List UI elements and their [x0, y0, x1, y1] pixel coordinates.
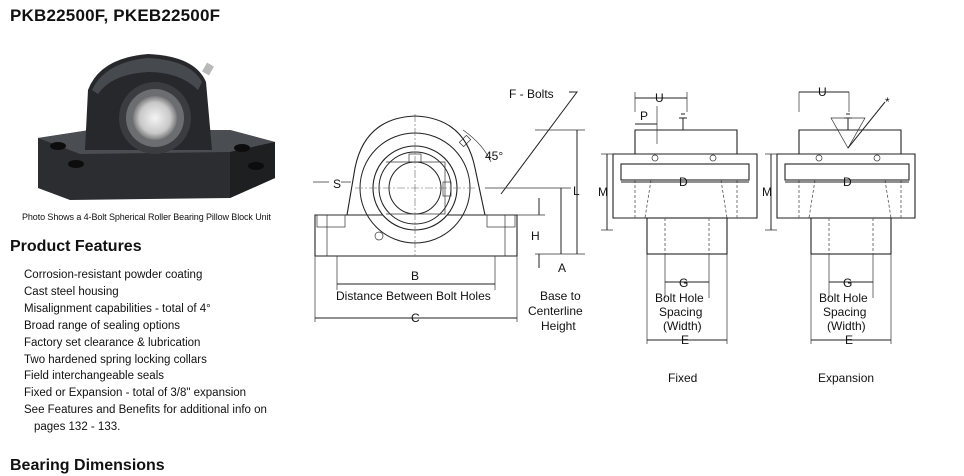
page-title: PKB22500F, PKEB22500F — [10, 6, 221, 25]
dim-a-label: A — [558, 261, 566, 275]
dim-a-desc-3: Height — [541, 319, 576, 333]
feature-item: Factory set clearance & lubrication — [24, 336, 201, 349]
fixed-dim-p-label: P — [640, 109, 648, 123]
features-heading: Product Features — [10, 238, 142, 255]
dim-s-label: S — [333, 177, 341, 191]
fixed-dim-u-label: U — [655, 91, 664, 105]
fixed-g-desc-1: Bolt Hole — [655, 291, 704, 305]
photo-caption: Photo Shows a 4-Bolt Spherical Roller Be… — [22, 212, 271, 222]
expansion-g-desc-2: Spacing — [823, 305, 866, 319]
expansion-side-view: U * M D G Bolt Hole Spacing (Width) E Ex… — [762, 85, 916, 385]
feature-item: Cast steel housing — [24, 285, 119, 298]
fixed-g-desc-3: (Width) — [663, 319, 702, 333]
fixed-caption: Fixed — [668, 371, 697, 385]
expansion-g-desc-1: Bolt Hole — [819, 291, 868, 305]
feature-item: Corrosion-resistant powder coating — [24, 269, 203, 281]
f-bolts-label: F - Bolts — [509, 87, 554, 101]
dim-b-label: B — [411, 269, 419, 283]
fixed-g-desc-2: Spacing — [659, 305, 702, 319]
features-list: Corrosion-resistant powder coating Cast … — [24, 267, 267, 436]
dim-l-label: L — [573, 184, 580, 198]
expansion-star-label: * — [885, 95, 890, 109]
dim-b-desc: Distance Between Bolt Holes — [336, 289, 491, 303]
feature-item: Misalignment capabilities - total of 4° — [24, 302, 211, 315]
fixed-dim-e-label: E — [681, 333, 689, 347]
fixed-side-view: U P M D G Bolt Hole Spacing (Width) E Fi… — [598, 91, 758, 385]
product-photo — [38, 54, 275, 200]
feature-item: Two hardened spring locking collars — [24, 353, 207, 366]
feature-item: Field interchangeable seals — [24, 370, 165, 383]
feature-item: Fixed or Expansion - total of 3/8" expan… — [24, 387, 247, 400]
dim-c-label: C — [411, 311, 420, 325]
feature-item: pages 132 - 133. — [34, 421, 121, 434]
dim-a-desc-2: Centerline — [528, 304, 583, 318]
fixed-dim-d-label: D — [679, 175, 688, 189]
fixed-dim-m-label: M — [598, 185, 608, 199]
dim-h-label: H — [531, 229, 540, 243]
feature-item: Broad range of sealing options — [24, 319, 180, 332]
expansion-dim-u-label: U — [818, 85, 827, 99]
feature-item: See Features and Benefits for additional… — [24, 404, 267, 417]
expansion-caption: Expansion — [818, 371, 874, 385]
fixed-dim-g-label: G — [679, 276, 688, 290]
expansion-dim-g-label: G — [843, 276, 852, 290]
dim-a-desc-1: Base to — [540, 289, 581, 303]
dimension-drawing: S F - Bolts 45° L A Base to Centerline H… — [313, 85, 916, 385]
expansion-g-desc-3: (Width) — [827, 319, 866, 333]
expansion-dim-m-label: M — [762, 185, 772, 199]
angle-label: 45° — [485, 149, 503, 163]
expansion-dim-d-label: D — [843, 175, 852, 189]
expansion-dim-e-label: E — [845, 333, 853, 347]
front-view: S F - Bolts 45° L A Base to Centerline H… — [313, 87, 585, 333]
dimensions-heading: Bearing Dimensions — [10, 457, 165, 474]
